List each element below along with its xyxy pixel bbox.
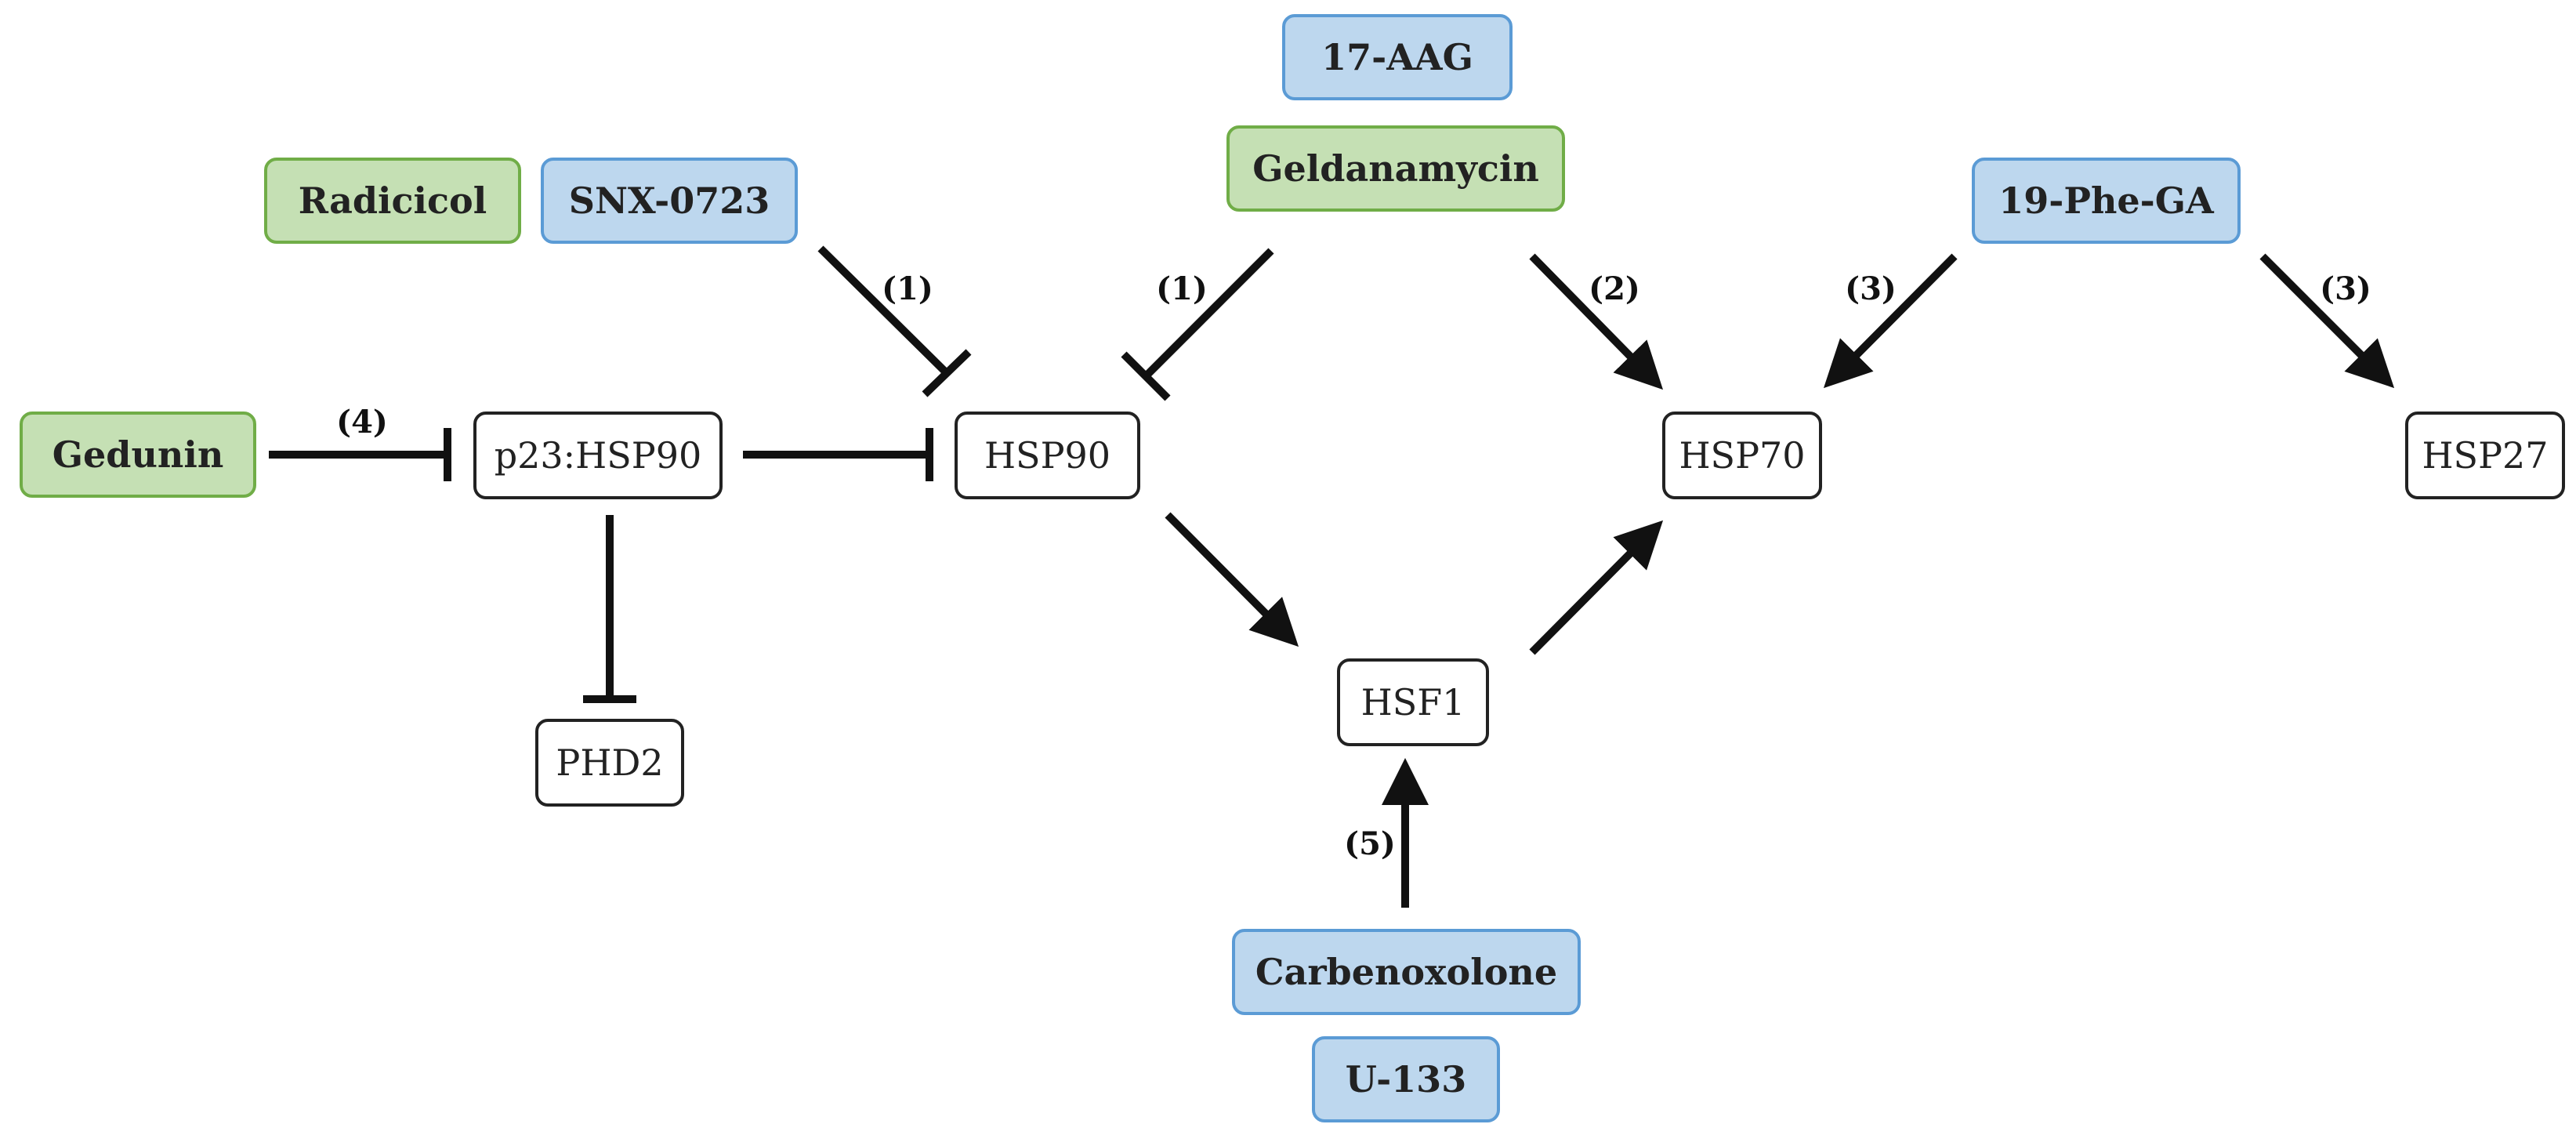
edge-snx0723-inhibits-hsp90 (817, 245, 972, 397)
drug-17-aag: 17-AAG (1282, 14, 1513, 100)
protein-hsp27: HSP27 (2405, 412, 2565, 499)
edge-19phega-activates-hsp70 (1823, 253, 1958, 389)
edge-label: (3) (1845, 270, 1897, 307)
edge-label: (1) (1156, 270, 1208, 307)
edge-gedunin-inhibits-p23hsp90 (269, 428, 451, 481)
drug-carbenoxolone: Carbenoxolone (1232, 929, 1581, 1015)
protein-phd2: PHD2 (535, 719, 684, 807)
edge-hsf1-activates-hsp70 (1529, 520, 1664, 655)
edge-p23hsp90-inhibits-hsp90 (743, 428, 933, 481)
edge-label: (1) (882, 270, 933, 307)
protein-hsp70: HSP70 (1662, 412, 1822, 499)
drug-gedunin: Gedunin (20, 412, 256, 498)
edge-label: (5) (1344, 825, 1396, 862)
drug-u-133: U-133 (1312, 1036, 1500, 1122)
edge-hsp90-activates-hsf1 (1165, 512, 1299, 647)
drug-radicicol: Radicicol (264, 158, 521, 244)
edge-19phega-activates-hsp27 (2259, 253, 2395, 389)
protein-p23-hsp90: p23:HSP90 (473, 412, 723, 499)
edge-geldanamycin-inhibits-hsp90 (1121, 248, 1274, 401)
edge-p23hsp90-inhibits-phd2 (583, 515, 636, 703)
drug-19-phe-ga: 19-Phe-GA (1972, 158, 2241, 244)
inhibition-bar (1121, 351, 1171, 401)
edge-geldanamycin-activates-hsp70 (1529, 253, 1664, 390)
protein-hsp90: HSP90 (955, 412, 1140, 499)
inhibition-bar (922, 349, 972, 397)
protein-hsf1: HSF1 (1337, 658, 1489, 746)
drug-geldanamycin: Geldanamycin (1226, 125, 1565, 212)
drug-snx-0723: SNX-0723 (541, 158, 798, 244)
edge-label: (4) (336, 404, 388, 441)
edge-label: (3) (2320, 270, 2371, 307)
edge-label: (2) (1589, 270, 1640, 307)
